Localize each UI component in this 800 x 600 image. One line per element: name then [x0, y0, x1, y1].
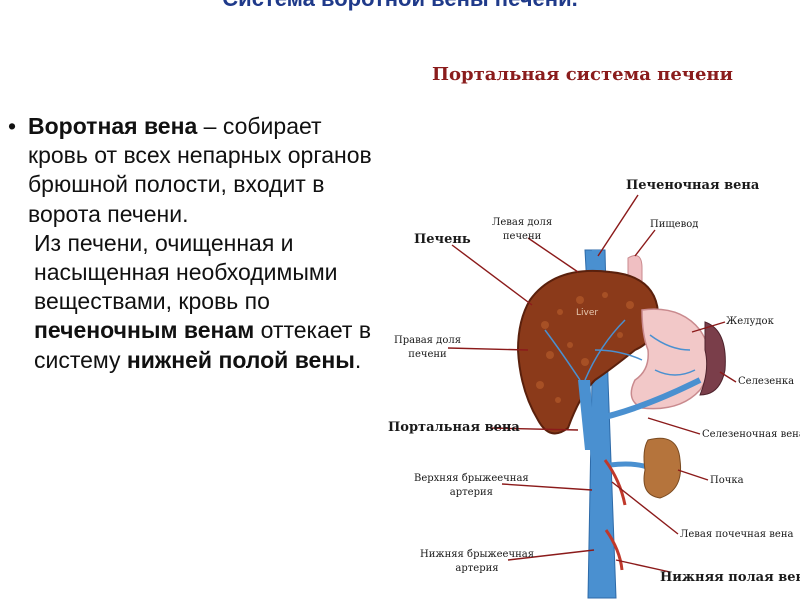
paragraph-2-end: .	[354, 346, 362, 373]
paragraph-1-rest: – собирает кровь от всех непарных органо…	[28, 113, 372, 227]
label-liver: Печень	[414, 232, 471, 247]
mesenteric-vein-shape	[590, 450, 606, 520]
paragraph-outflow: Из печени, очищенная и насыщенная необхо…	[8, 229, 378, 375]
label-hepatic-vein: Печеночная вена	[626, 178, 760, 193]
leader-lines	[447, 194, 737, 573]
term-hepatic-veins: печеночным венам	[34, 317, 255, 344]
splenic-vein-shape	[591, 377, 702, 423]
label-portal-vein: Портальная вена	[388, 420, 520, 435]
paragraph-2-start: Из печени, очищенная и насыщенная необхо…	[34, 229, 338, 315]
inferior-mesenteric-artery-shape	[604, 529, 624, 571]
term-inferior-vena-cava: нижней полой вены	[126, 346, 355, 373]
label-esophagus: Пищевод	[650, 219, 699, 230]
bullet: •	[8, 113, 17, 139]
liver-text: Liver	[576, 308, 598, 318]
spleen-shape	[699, 321, 726, 396]
superior-mesenteric-artery-shape	[603, 459, 627, 506]
anatomy-illustration: Liver	[447, 194, 737, 599]
liver-shape	[516, 269, 660, 435]
text-block: • Воротная вена – собирает кровь от всех…	[8, 112, 378, 375]
label-stomach: Желудок	[726, 316, 774, 327]
term-portal-vein: Воротная вена	[28, 113, 198, 139]
label-left-lobe: Левая доля печени	[492, 217, 553, 242]
slide-title: Система воротной вены печени.	[0, 0, 800, 12]
paragraph-2-mid: оттекает в систему	[34, 317, 372, 373]
label-superior-mesenteric-artery: Верхняя брыжеечная артерия	[414, 473, 529, 498]
label-left-renal-vein: Левая почечная вена	[680, 529, 794, 540]
label-right-lobe: Правая доля печени	[394, 335, 462, 360]
label-inferior-vena-cava: Нижняя полая вена	[660, 570, 800, 585]
vessel-network	[544, 319, 696, 381]
kidney-shape	[643, 437, 682, 499]
label-inferior-mesenteric-artery: Нижняя брыжеечная артерия	[420, 549, 535, 574]
label-spleen: Селезенка	[738, 376, 795, 387]
portal-vein-shape	[578, 380, 595, 450]
paragraph-portal-vein: Воротная вена – собирает кровь от всех н…	[8, 112, 378, 229]
label-splenic-vein: Селезеночная вена	[702, 429, 800, 440]
label-kidney: Почка	[710, 475, 744, 486]
diagram-title: Портальная система печени	[432, 64, 733, 85]
portal-system-diagram: Liver	[380, 50, 800, 600]
